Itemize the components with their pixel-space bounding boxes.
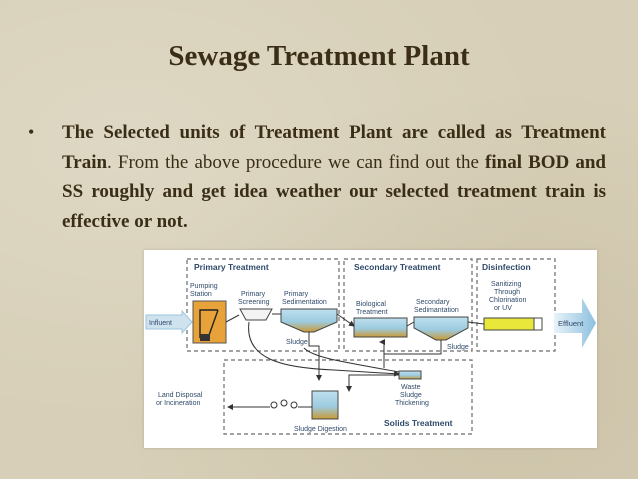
sludge-digestion-tank [311,390,339,420]
dewatering-roller [290,401,298,409]
pumping-station-pipe [199,309,219,339]
dewatering-roller [270,401,278,409]
disinfection-frame [476,258,556,352]
effluent-arrow [554,298,596,348]
treatment-diagram-svg: Primary Treatment Secondary Treatment Di… [145,258,596,435]
primary-sedimentation-label-1: Primary [284,291,309,298]
biological-treatment-label-1: Biological [356,301,386,308]
primary-treatment-frame [186,258,340,352]
secondary-sedimentation-label-1: Secondary [416,299,450,306]
waste-sludge-label-2: Sludge [400,392,422,399]
sludge-line [248,321,400,377]
primary-screening-unit [239,308,273,321]
secondary-treatment-frame [343,258,473,352]
return-sludge-line [379,339,385,354]
waste-sludge-thickening-tank [398,370,422,380]
flow-line [467,321,485,325]
disinfection-text-2: Through [494,289,520,296]
disinfection-cap [533,317,543,331]
bullet-item: The Selected units of Treatment Plant ar… [62,118,606,236]
bullet-list: • The Selected units of Treatment Plant … [28,118,606,236]
secondary-sedimentation-tank [413,316,469,341]
flow-line [225,314,240,323]
flow-line [406,321,415,327]
effluent-label: Effluent [558,319,584,328]
secondary-treatment-heading: Secondary Treatment [354,262,441,272]
biological-treatment-label-2: Treatment [356,309,388,316]
flow-line [336,313,355,327]
sludge-digestion-label: Sludge Digestion [294,426,347,433]
influent-arrow [145,309,193,335]
sludge-line [303,347,400,373]
primary-sludge-label: Sludge [286,339,308,346]
disinfection-heading: Disinfection [482,262,531,272]
sludge-line [308,332,322,381]
primary-treatment-heading: Primary Treatment [194,262,269,272]
sludge-line [383,340,442,368]
disinfection-text-3: Chlorination [489,297,526,304]
secondary-sedimentation-label-2: Sedimantation [414,307,459,314]
pumping-label-2: Station [190,291,212,298]
influent-label: Influent [149,320,172,327]
waste-sludge-label-3: Thickening [395,400,429,407]
waste-sludge-label-1: Waste [401,384,421,391]
disinfection-text-4: or UV [494,305,512,312]
land-disposal-label-1: Land Disposal [158,392,203,399]
treatment-diagram: Primary Treatment Secondary Treatment Di… [144,250,597,448]
slide-title: Sewage Treatment Plant [168,40,470,72]
pumping-station-pump [200,334,210,341]
disinfection-text-1: Sanitizing [491,281,521,288]
bullet-text-bold-1: The Selected units of Treatment Plant ar… [62,122,606,173]
bullet-text-bold-2: final BOD and SS roughly and get idea we… [62,151,606,232]
secondary-sludge-label: Sludge [447,344,469,351]
sludge-line [346,374,399,392]
disinfection-unit [483,317,535,331]
dewatering-roller [280,399,288,407]
pumping-label-1: Pumping [190,283,218,290]
bullet-symbol: • [28,122,35,142]
primary-sedimentation-tank [280,308,338,333]
biological-treatment-tank [353,317,408,338]
land-disposal-label-2: or Incineration [156,400,200,407]
primary-screening-label-1: Primary [241,291,266,298]
solids-treatment-heading: Solids Treatment [384,418,453,428]
primary-screening-label-2: Screening [238,299,270,306]
primary-sedimentation-label-2: Sedimentation [282,299,327,306]
bullet-text-plain: . From the above procedure we can find o… [107,151,486,173]
